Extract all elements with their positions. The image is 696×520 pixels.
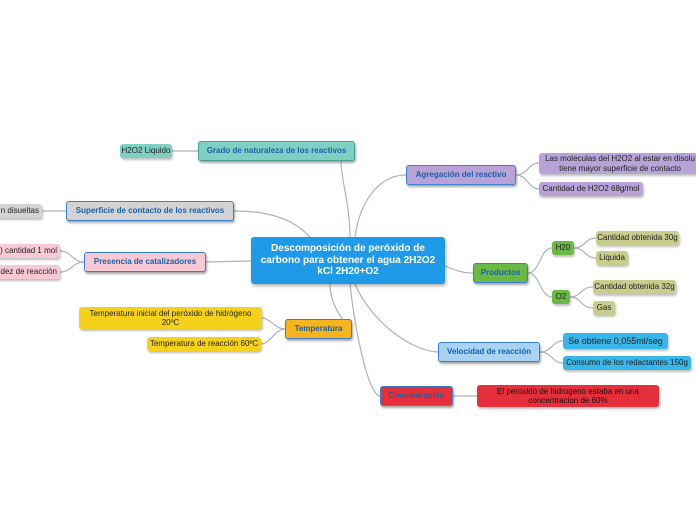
link-temp-1	[261, 317, 286, 330]
link-o2-2	[569, 296, 594, 309]
link-h20-2	[573, 247, 597, 259]
subtopic-temperatura-reaccion-label: Temperatura de reacción 60ºC	[149, 339, 259, 349]
subtopic-h20-liquida-label: Liquida	[599, 253, 625, 263]
subtopic-velocidad-partial-label: idez de reacción	[0, 267, 57, 277]
subtopic-cantidad-h2o2-label: Cantidad de H2O2 68g/mol	[542, 184, 640, 194]
link-prod-o2	[527, 272, 553, 298]
subtopic-o2-gas[interactable]: Gas	[593, 301, 615, 315]
central-topic[interactable]: Descomposición de peróxido de carbono pa…	[251, 237, 445, 284]
subtopic-h20-label: H20	[555, 243, 571, 253]
topic-superficie-contacto[interactable]: Superficie de contacto de los reactivos	[66, 201, 234, 221]
link-temp-2	[260, 328, 286, 345]
topic-concentracion-label: Concentración	[388, 391, 445, 401]
subtopic-h20-liquida[interactable]: Liquida	[596, 251, 628, 265]
subtopic-disueltas[interactable]: n disueltas	[0, 204, 42, 218]
link-velocidad	[354, 283, 439, 353]
topic-agregacion-label: Agregación del reactivo	[415, 170, 507, 180]
link-o2-1	[569, 286, 594, 298]
topic-superficie-label: Superficie de contacto de los reactivos	[75, 206, 225, 216]
subtopic-velocidad-reaccion-partial[interactable]: idez de reacción	[0, 265, 60, 279]
topic-agregacion[interactable]: Agregación del reactivo	[406, 165, 516, 185]
subtopic-se-obtiene-label: Se obtiene 0,055ml/seg	[568, 335, 663, 346]
link-prod-h20	[527, 247, 553, 274]
link-cat-2	[59, 261, 85, 273]
subtopic-cantidad-h2o2[interactable]: Cantidad de H2O2 68g/mol	[539, 182, 643, 196]
subtopic-peroxido-concentracion-label: El peroxido de hidrogeno estaba en una c…	[497, 386, 639, 405]
subtopic-h2o2-liquido[interactable]: H2O2 Liquido	[120, 144, 172, 158]
topic-productos-label: Productos	[480, 268, 521, 278]
topic-concentracion[interactable]: Concentración	[380, 386, 453, 406]
topic-temperatura[interactable]: Temperatura	[285, 319, 352, 339]
link-superficie	[233, 210, 311, 238]
subtopic-temperatura-inicial-label: Temperatura inicial del peróxido de hidr…	[89, 308, 252, 327]
topic-catalizadores-label: Presencia de catalizadores	[93, 257, 197, 267]
subtopic-cantidad-mol[interactable]: ) cantidad 1 mol	[0, 244, 60, 258]
link-agr-2	[515, 174, 540, 190]
link-grado	[340, 151, 355, 238]
link-h20-1	[573, 237, 597, 249]
link-productos	[444, 265, 474, 274]
topic-velocidad-label: Velocidad de reacción	[446, 347, 532, 357]
link-catalizadores	[205, 260, 252, 263]
subtopic-consumo-label: Consumo de los redactantes 150g	[566, 358, 688, 368]
subtopic-o2-gas-label: Gas	[596, 303, 612, 313]
subtopic-consumo[interactable]: Consumo de los redactantes 150g	[563, 356, 691, 370]
topic-temperatura-label: Temperatura	[294, 324, 343, 334]
subtopic-h2o2-liquido-label: H2O2 Liquido	[121, 146, 171, 156]
subtopic-o2-cantidad[interactable]: Cantidad obtenida 32g	[593, 280, 676, 294]
subtopic-cantidad-mol-label: ) cantidad 1 mol	[0, 246, 57, 256]
topic-catalizadores[interactable]: Presencia de catalizadores	[84, 252, 206, 272]
link-vel-1	[539, 340, 564, 353]
subtopic-o2-label: O2	[555, 292, 567, 302]
subtopic-h20-cantidad[interactable]: Cantidad obtenida 30g	[596, 231, 679, 245]
subtopic-o2-cantidad-label: Cantidad obtenida 32g	[594, 282, 675, 292]
subtopic-temperatura-reaccion[interactable]: Temperatura de reacción 60ºC	[147, 337, 261, 351]
central-topic-label: Descomposición de peróxido de carbono pa…	[260, 243, 436, 278]
subtopic-h20-cantidad-label: Cantidad obtenida 30g	[597, 233, 678, 243]
subtopic-disueltas-label: n disueltas	[0, 206, 39, 216]
topic-velocidad[interactable]: Velocidad de reacción	[438, 342, 540, 362]
subtopic-o2[interactable]: O2	[552, 290, 570, 304]
subtopic-peroxido-concentracion[interactable]: El peroxido de hidrogeno estaba en una c…	[477, 385, 659, 407]
subtopic-moleculas-h2o2[interactable]: Las moleculas del H2O2 al estar en disol…	[539, 153, 696, 174]
link-agregacion	[354, 174, 407, 238]
topic-grado-naturaleza[interactable]: Grado de naturaleza de los reactivos	[198, 141, 355, 161]
topic-grado-label: Grado de naturaleza de los reactivos	[206, 146, 347, 156]
subtopic-se-obtiene[interactable]: Se obtiene 0,055ml/seg	[563, 333, 668, 349]
link-agr-1	[515, 162, 540, 176]
topic-productos[interactable]: Productos	[473, 263, 528, 283]
subtopic-moleculas-h2o2-label: Las moleculas del H2O2 al estar en disol…	[545, 154, 695, 173]
subtopic-h20[interactable]: H20	[552, 241, 574, 255]
subtopic-temperatura-inicial[interactable]: Temperatura inicial del peróxido de hidr…	[79, 307, 262, 329]
link-cat-1	[59, 250, 85, 263]
link-vel-2	[539, 351, 564, 364]
link-concentracion	[349, 283, 381, 397]
